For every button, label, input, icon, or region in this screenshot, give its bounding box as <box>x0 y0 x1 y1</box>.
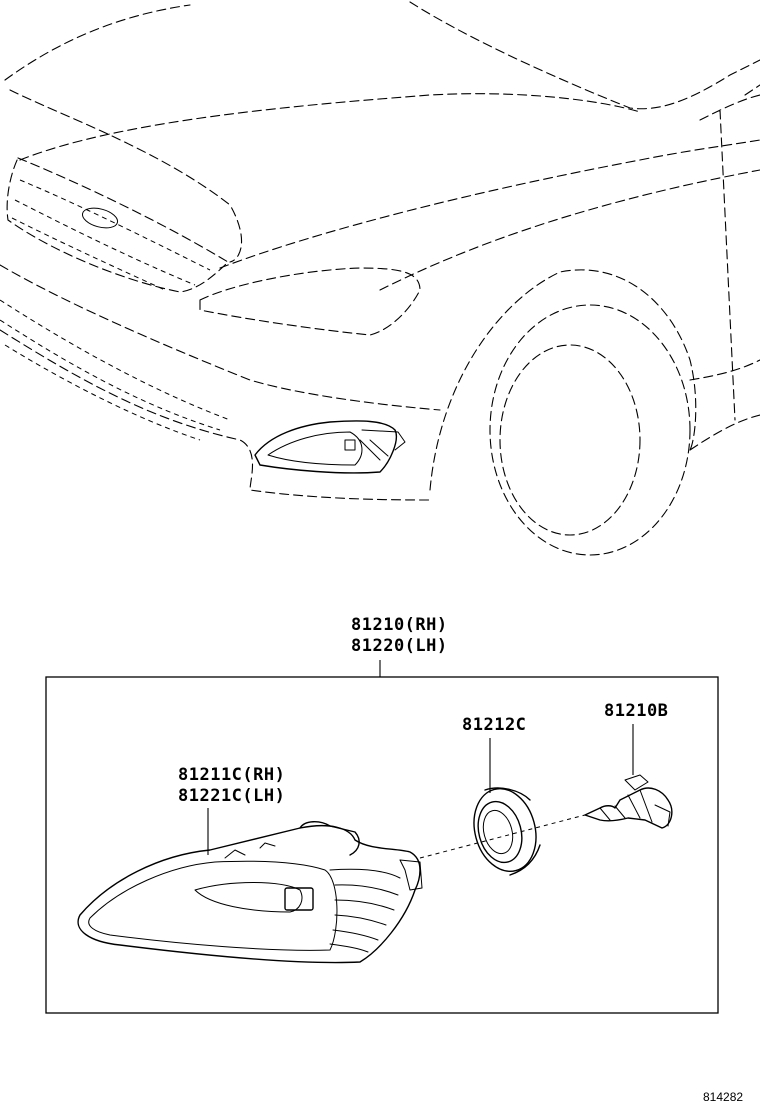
a-pillar <box>699 84 760 421</box>
parts-box <box>45 676 719 1014</box>
fender-line <box>219 139 760 269</box>
wheel-arch <box>429 269 697 491</box>
lower-grille-lines <box>0 299 231 441</box>
fender-lower <box>379 169 760 291</box>
vehicle-front-view <box>0 1 760 556</box>
emblem <box>81 207 119 229</box>
fog-lamp-location <box>254 420 406 474</box>
bulb-label: 81210B <box>604 701 668 721</box>
lens-lh-label: 81221C(LH) <box>178 786 285 806</box>
gasket-label: 81212C <box>462 715 526 735</box>
assembly-lh-label: 81220(LH) <box>351 636 448 656</box>
side-sill <box>689 359 760 451</box>
hood-front-edge <box>9 89 243 263</box>
assembly-rh-label: 81210(RH) <box>351 615 448 635</box>
hood-outline <box>4 1 760 110</box>
grille-bars <box>11 179 211 291</box>
headlamp <box>199 267 421 336</box>
grille-outer <box>6 157 229 293</box>
assembly-callout: 81210(RH) 81220(LH) <box>351 615 448 677</box>
hood-center-line <box>19 93 641 161</box>
assembly-axis-line <box>419 814 586 859</box>
wheel <box>489 304 691 556</box>
bulb: 81210B <box>584 701 673 829</box>
reference-number: 814282 <box>703 1090 743 1104</box>
bumper-lower <box>0 329 431 501</box>
gasket: 81212C <box>462 715 541 876</box>
bumper-upper <box>0 264 441 411</box>
lens-rh-label: 81211C(RH) <box>178 765 285 785</box>
fog-lamp-lens-housing: 81211C(RH) 81221C(LH) <box>77 765 423 964</box>
wheel-hub <box>499 344 641 536</box>
